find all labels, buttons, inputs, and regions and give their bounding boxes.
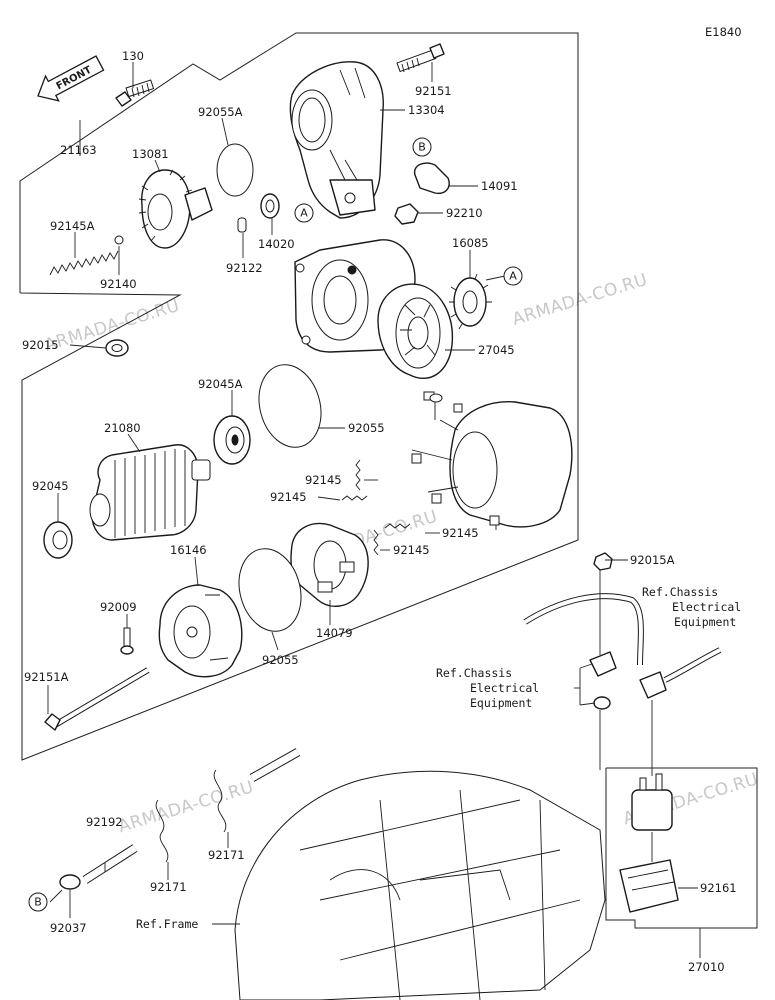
label-92122: 92122 (226, 261, 263, 275)
label-14091: 14091 (481, 179, 518, 193)
label-92145-d: 92145 (393, 543, 430, 557)
label-92151A: 92151A (24, 670, 69, 684)
label-14020: 14020 (258, 237, 295, 251)
label-92045A: 92045A (198, 377, 243, 391)
label-92210: 92210 (446, 206, 483, 220)
bolt-92151A (44, 667, 150, 731)
label-21163: 21163 (60, 143, 97, 157)
bubble-b-top: B (418, 141, 426, 154)
ref-chassis-left-2: Electrical (470, 681, 539, 695)
screw-92009 (120, 627, 134, 655)
label-16085: 16085 (452, 236, 489, 250)
bubble-a-right: A (509, 270, 517, 283)
ref-bubbles: B A A B (28, 137, 523, 912)
label-21080: 21080 (104, 421, 141, 435)
label-13081: 13081 (132, 147, 169, 161)
gear-13081 (138, 169, 213, 249)
label-14079: 14079 (316, 626, 353, 640)
chassis-frame (234, 770, 606, 1000)
cover-16146 (158, 584, 243, 678)
bearing-92045A (213, 415, 251, 465)
label-130: 130 (122, 49, 144, 63)
label-92037: 92037 (50, 921, 87, 935)
label-27045: 27045 (478, 343, 515, 357)
label-92171-left: 92171 (150, 880, 187, 894)
label-92161: 92161 (700, 881, 737, 895)
bubble-b-bottom: B (34, 896, 42, 909)
ref-chassis-left-1: Ref.Chassis (436, 666, 512, 680)
ref-frame: Ref.Frame (136, 917, 198, 931)
nut-92210 (394, 203, 419, 225)
label-92145A: 92145A (50, 219, 95, 233)
label-92145-a: 92145 (305, 473, 342, 487)
springs-92145 (341, 459, 411, 556)
clip-92140 (114, 235, 124, 245)
gear-16085 (449, 273, 492, 330)
oring-92055A (216, 143, 254, 197)
label-92145-c: 92145 (442, 526, 479, 540)
cap-14091 (413, 162, 450, 195)
label-92171-right: 92171 (208, 848, 245, 862)
armature-21080 (89, 444, 211, 541)
label-16146: 16146 (170, 543, 207, 557)
assembly-frame (19, 32, 579, 761)
leader-lines (47, 62, 701, 958)
nut-92015A (593, 552, 613, 571)
label-92055-lower: 92055 (262, 653, 299, 667)
spring-92145A (49, 250, 119, 276)
solenoid-27010 (631, 773, 673, 831)
pin-upper (249, 748, 301, 782)
label-92055-upper: 92055 (348, 421, 385, 435)
oring-92055-upper (258, 364, 322, 448)
ref-chassis-right-3: Equipment (674, 615, 736, 629)
nut-92015 (105, 339, 129, 357)
brush-holder-14079 (290, 522, 369, 607)
label-92015: 92015 (22, 338, 59, 352)
label-92009: 92009 (100, 600, 137, 614)
label-92045: 92045 (32, 479, 69, 493)
clip-92171-right (213, 769, 227, 833)
cover-27045 (377, 283, 454, 380)
yoke-field-coil (411, 391, 573, 530)
sleeve-14020 (260, 193, 280, 219)
holder-92161 (619, 859, 679, 913)
bolt-92151 (396, 43, 445, 73)
housing-13304 (289, 61, 384, 219)
diagram-code: E1840 (705, 25, 742, 39)
ref-chassis-right-1: Ref.Chassis (642, 585, 718, 599)
label-92140: 92140 (100, 277, 137, 291)
label-27010: 27010 (688, 960, 725, 974)
bolt-130 (115, 79, 155, 107)
front-arrow: FRONT (37, 55, 105, 102)
label-92145-b: 92145 (270, 490, 307, 504)
bubble-a-left: A (300, 207, 308, 220)
label-13304: 13304 (408, 103, 445, 117)
watermark: ARMADA-CO.RU (116, 777, 256, 837)
watermark: ARMADA-CO.RU (510, 270, 650, 330)
label-92151: 92151 (415, 84, 452, 98)
pin-92122 (237, 217, 247, 233)
ref-chassis-left-3: Equipment (470, 696, 532, 710)
label-92015A: 92015A (630, 553, 675, 567)
pin-92192 (82, 844, 138, 884)
oring-92055-lower (238, 548, 302, 632)
label-92192: 92192 (86, 815, 123, 829)
ref-chassis-right-2: Electrical (672, 600, 741, 614)
solenoid-frame (605, 767, 758, 929)
reference-labels: Ref.Chassis Electrical Equipment Ref.Cha… (136, 585, 741, 931)
part-labels: 130 21163 92055A 92151 13304 13081 14091… (22, 49, 737, 974)
label-92055A: 92055A (198, 105, 243, 119)
bearing-92045 (43, 521, 73, 559)
clamp-92037 (59, 874, 81, 890)
clip-92171-left (155, 799, 169, 863)
starter-cables (523, 593, 722, 710)
